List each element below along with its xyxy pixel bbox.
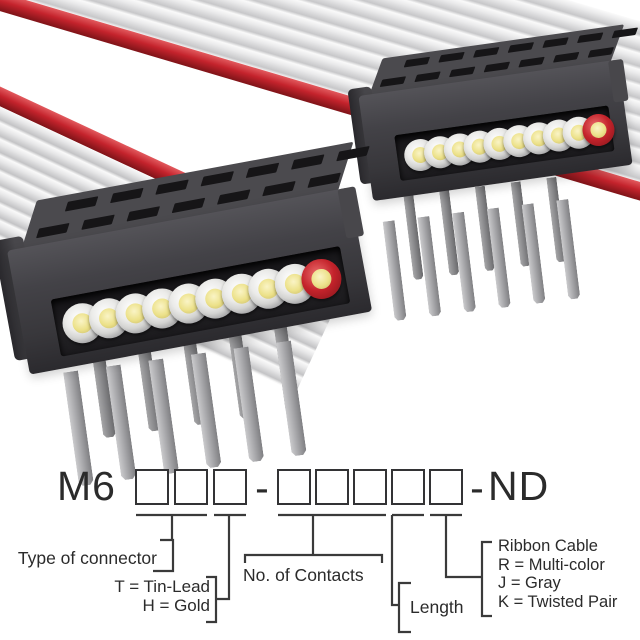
lead-contacts xyxy=(243,515,384,563)
label-plating-gold: H = Gold xyxy=(142,596,210,615)
part-number-boxes-group1 xyxy=(135,469,247,505)
part-number-box xyxy=(429,469,463,505)
part-number-separator: - xyxy=(470,465,484,511)
label-ribbon-cable-options: Ribbon Cable R = Multi-color J = Gray K … xyxy=(498,537,617,612)
part-number-box xyxy=(315,469,349,505)
lead-plating xyxy=(206,515,231,624)
part-number-box xyxy=(135,469,169,505)
part-number-box xyxy=(353,469,387,505)
part-number-boxes-group2 xyxy=(277,469,463,505)
part-number-prefix: M6 xyxy=(57,463,116,509)
lead-length xyxy=(390,515,411,634)
label-length: Length xyxy=(410,597,464,617)
lead-cable xyxy=(444,515,492,618)
part-number-separator: - xyxy=(255,465,269,511)
part-number-box xyxy=(213,469,247,505)
lead-type xyxy=(153,515,175,573)
label-plating-tin: T = Tin-Lead xyxy=(114,577,210,596)
part-number-box xyxy=(391,469,425,505)
label-gray: J = Gray xyxy=(498,574,561,593)
part-number-box xyxy=(277,469,311,505)
label-type-of-connector: Type of connector xyxy=(17,548,157,568)
label-no-of-contacts: No. of Contacts xyxy=(243,565,364,585)
label-ribbon-cable: Ribbon Cable xyxy=(498,537,598,555)
part-number-box xyxy=(174,469,208,505)
label-plating: T = Tin-Lead H = Gold xyxy=(60,577,210,615)
label-twisted-pair: K = Twisted Pair xyxy=(498,593,618,612)
part-number-suffix: ND xyxy=(488,463,550,509)
label-multicolor: R = Multi-color xyxy=(498,555,605,574)
